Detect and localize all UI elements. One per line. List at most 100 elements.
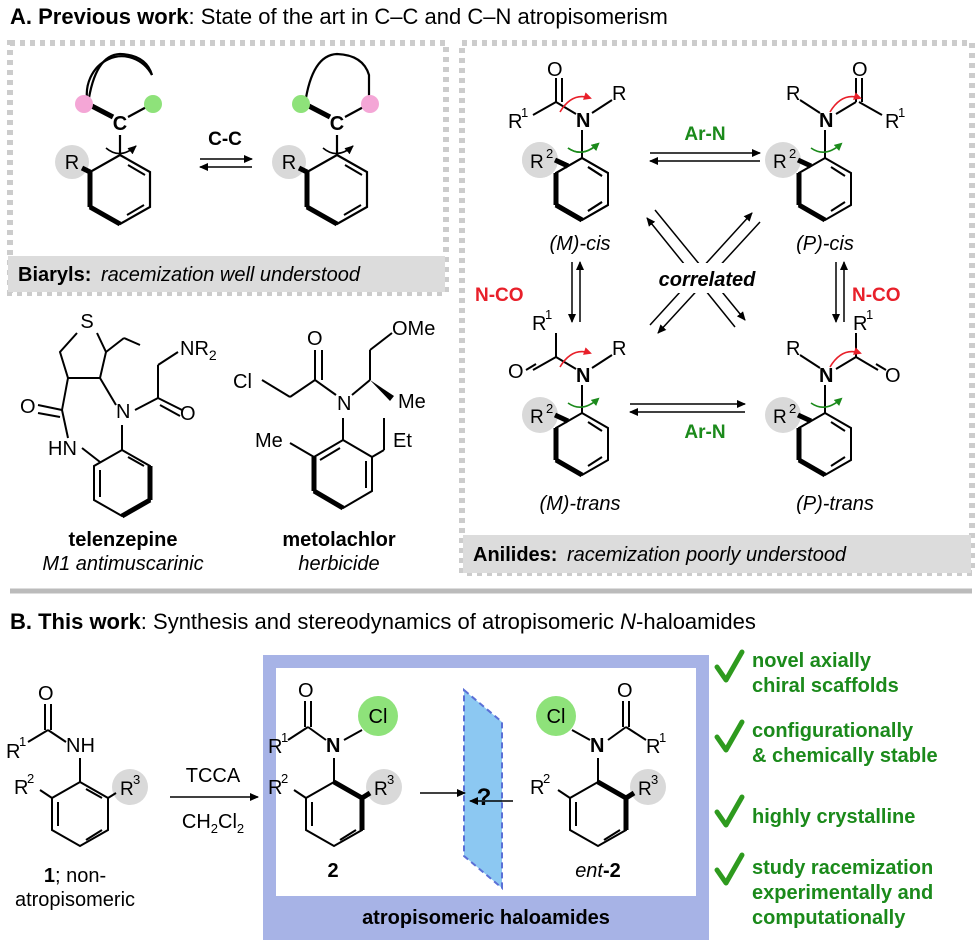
anilide-p-cis: N O R 1 R bbox=[765, 59, 905, 220]
product-2-label: 2 bbox=[327, 860, 338, 882]
nitrogen-atom: N bbox=[116, 401, 130, 423]
me-group: Me bbox=[255, 430, 283, 452]
bond bbox=[289, 379, 316, 398]
metolachlor-structure: Cl O N OMe Me Me Et bbox=[233, 318, 435, 511]
arn-top-label: Ar-N bbox=[684, 124, 725, 145]
wedge-bond bbox=[370, 380, 394, 401]
check-icon bbox=[714, 794, 745, 828]
section-a-rest: : State of the art in C–C and C–N atropi… bbox=[188, 4, 668, 29]
bond bbox=[80, 165, 92, 175]
product-ent-2: Cl N O R 1 R 2 R 3 bbox=[530, 680, 666, 848]
bond bbox=[305, 204, 339, 227]
svg-text:R: R bbox=[374, 779, 388, 800]
nh-atom: HN bbox=[48, 438, 77, 460]
nco-right-label: N-CO bbox=[852, 285, 901, 306]
svg-text:R: R bbox=[14, 777, 28, 799]
svg-text:computationally: computationally bbox=[752, 907, 906, 929]
svg-text:O: O bbox=[547, 59, 563, 81]
svg-text:N: N bbox=[326, 735, 340, 757]
chlorine-atom: Cl bbox=[233, 371, 252, 393]
bond bbox=[312, 488, 345, 511]
bond bbox=[159, 404, 181, 417]
bond bbox=[37, 404, 63, 411]
svg-text:2: 2 bbox=[543, 771, 550, 786]
bond bbox=[61, 377, 69, 411]
bond bbox=[134, 397, 159, 411]
ome-group: OMe bbox=[392, 318, 435, 340]
svg-text:1: 1 bbox=[898, 105, 905, 120]
carbon-atom: C bbox=[330, 113, 344, 135]
mirror-plane bbox=[463, 687, 503, 891]
correlated-bg bbox=[642, 263, 772, 293]
section-a-header: A. Previous work: State of the art in C–… bbox=[10, 4, 668, 30]
haloamide-box-label: atropisomeric haloamides bbox=[362, 907, 610, 929]
svg-text:R: R bbox=[532, 313, 546, 335]
svg-text:study racemization: study racemization bbox=[752, 857, 933, 879]
svg-text:O: O bbox=[298, 680, 314, 702]
pink-substituent bbox=[75, 95, 93, 113]
benefit-item: study racemization experimentally and co… bbox=[714, 852, 933, 929]
bond bbox=[289, 442, 315, 458]
question-mark: ? bbox=[477, 784, 492, 811]
bond bbox=[123, 337, 141, 346]
thiophene bbox=[58, 332, 108, 379]
svg-text:1: 1 bbox=[866, 307, 873, 322]
telenzepine-name: telenzepine bbox=[69, 529, 178, 551]
section-b-header: B. This work: Synthesis and stereodynami… bbox=[10, 609, 756, 635]
rotation-arrow bbox=[322, 145, 354, 155]
svg-text:R: R bbox=[638, 779, 652, 800]
svg-text:R: R bbox=[853, 313, 867, 335]
reagent-solvent: CH2Cl2 bbox=[182, 811, 244, 836]
nco-left-label: N-CO bbox=[475, 285, 524, 306]
svg-text:configurationally: configurationally bbox=[752, 720, 914, 742]
m-cis-label: (M)-cis bbox=[549, 233, 610, 255]
correlated-label: correlated bbox=[659, 269, 756, 291]
bond bbox=[120, 497, 152, 519]
svg-text:R: R bbox=[530, 777, 544, 799]
anilide-m-trans: N O R 1 R bbox=[508, 307, 626, 475]
bond bbox=[351, 379, 371, 396]
biaryl-left-bridge2 bbox=[86, 52, 154, 105]
svg-text:R: R bbox=[6, 741, 20, 763]
svg-text:O: O bbox=[885, 365, 901, 387]
rotation-arrow bbox=[105, 145, 137, 155]
nr2-group: NR2 bbox=[180, 338, 217, 363]
biaryl-right: C R bbox=[272, 52, 379, 227]
svg-text:N: N bbox=[576, 110, 590, 132]
benefit-item: highly crystalline bbox=[714, 794, 915, 828]
oxygen-atom: O bbox=[307, 328, 323, 350]
double-bond bbox=[126, 204, 145, 216]
svg-text:3: 3 bbox=[133, 772, 140, 787]
check-icon bbox=[714, 852, 745, 886]
double-bond bbox=[127, 164, 146, 176]
svg-text:R: R bbox=[268, 736, 282, 758]
svg-text:2: 2 bbox=[27, 771, 34, 786]
anilide-p-trans: N O R 1 R bbox=[765, 307, 901, 475]
biaryl-label: Biaryls: racemization well understood bbox=[18, 264, 361, 286]
bond bbox=[61, 409, 69, 439]
check-icon bbox=[714, 719, 745, 753]
double-bond bbox=[343, 204, 362, 216]
bond bbox=[314, 379, 337, 396]
section-b-letter: B. This work bbox=[10, 609, 141, 634]
svg-text:O: O bbox=[617, 680, 633, 702]
svg-text:R: R bbox=[268, 777, 282, 799]
bond bbox=[105, 337, 125, 353]
svg-text:R: R bbox=[786, 338, 800, 360]
sm-desc: atropisomeric bbox=[15, 889, 135, 911]
oxygen-atom: O bbox=[180, 403, 196, 425]
sulfur-atom: S bbox=[80, 311, 93, 333]
me-group: Me bbox=[398, 391, 426, 413]
r-circle bbox=[272, 145, 306, 179]
svg-text:R: R bbox=[612, 83, 626, 105]
svg-text:experimentally and: experimentally and bbox=[752, 882, 933, 904]
carbon-atom: C bbox=[113, 113, 127, 135]
svg-text:O: O bbox=[852, 59, 868, 81]
telenzepine-desc: M1 antimuscarinic bbox=[42, 553, 203, 575]
svg-text:2: 2 bbox=[281, 771, 288, 786]
p-trans-label: (P)-trans bbox=[796, 493, 874, 515]
metolachlor-name: metolachlor bbox=[282, 529, 396, 551]
svg-text:N: N bbox=[819, 365, 833, 387]
section-b-italic: N bbox=[620, 609, 637, 634]
double-bond bbox=[319, 447, 341, 461]
